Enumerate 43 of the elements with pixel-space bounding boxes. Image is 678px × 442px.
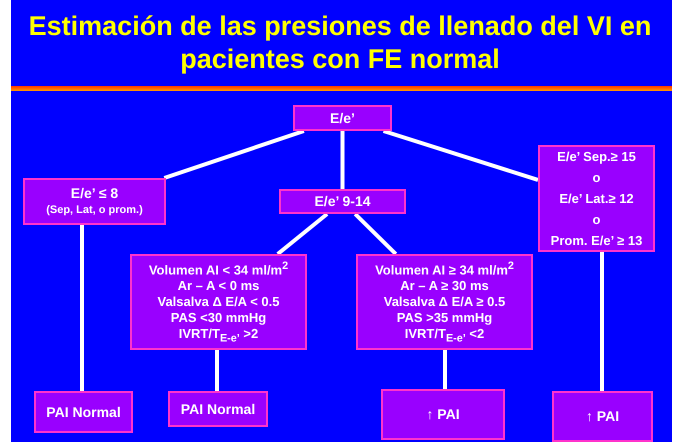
process-box [381, 389, 505, 440]
title: Estimación de las presiones de llenado del VI en pacientes con FE normal [28, 10, 652, 76]
connector-line [443, 350, 447, 389]
box-text: IVRT/T$_{E-e’}$ <2 [404, 326, 484, 346]
box-text: Valsalva Δ E/A < 0.5 [158, 294, 280, 310]
process-box [293, 105, 392, 131]
box-text: ↑ PAI [426, 406, 460, 423]
connector-line [354, 212, 398, 256]
box-text: o [592, 211, 600, 229]
box-text: Prom. E/e’ ≥ 13 [550, 232, 642, 250]
box-text: Ar – A < 0 ms [178, 278, 260, 294]
process-box [279, 189, 406, 214]
box-text: Volumen AI ≥ 34 ml/m$^{2}$ [375, 258, 514, 278]
box-text: Valsalva Δ E/A ≥ 0.5 [384, 294, 506, 310]
box-text: E/e’ [330, 110, 355, 126]
box-text: PAI Normal [46, 404, 121, 420]
process-box [168, 391, 268, 427]
box-text: Ar – A ≥ 30 ms [400, 278, 489, 294]
box-text: E/e’ Sep.≥ 15 [557, 148, 636, 166]
connector-line [276, 212, 328, 256]
box-text: Volumen AI < 34 ml/m$^{2}$ [148, 258, 288, 278]
connector-line [382, 129, 539, 182]
process-box [552, 391, 653, 442]
process-box [23, 178, 166, 225]
connector-line [340, 131, 344, 189]
process-box [356, 254, 533, 350]
connector-line [215, 350, 219, 391]
box-text: PAS <30 mmHg [170, 310, 266, 326]
box-text: E/e’ 9-14 [314, 193, 371, 210]
connector-line [600, 252, 604, 391]
connector-line [80, 225, 84, 391]
box-text: ↑ PAI [586, 408, 620, 425]
box-text: o [592, 169, 600, 187]
box-text: E/e’ ≤ 8 [70, 184, 118, 202]
process-box [130, 254, 307, 350]
box-text: PAI Normal [180, 400, 256, 418]
process-box [34, 391, 133, 433]
box-text: E/e’ Lat.≥ 12 [559, 190, 634, 208]
connector-line [164, 129, 305, 180]
box-text: PAS >35 mmHg [396, 310, 492, 326]
box-text: (Sep, Lat, o prom.) [46, 202, 143, 218]
box-text: IVRT/T$_{E-e’}$ >2 [178, 326, 258, 346]
process-box [538, 145, 655, 252]
